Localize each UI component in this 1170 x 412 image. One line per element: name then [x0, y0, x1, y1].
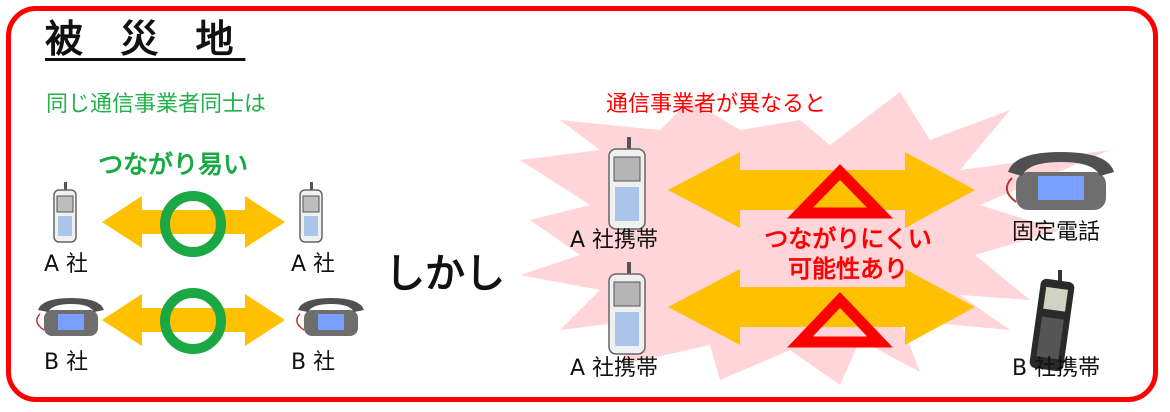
same-carrier-caption: 同じ通信事業者同士は: [46, 92, 267, 117]
different-carrier-caption: 通信事業者が異なると: [606, 92, 827, 117]
double-arrow-left-top: [102, 196, 285, 248]
device-label-a-mobile-bottom: A 社携帯: [570, 356, 659, 381]
hard-to-connect-line1: つながりにくい: [764, 225, 932, 253]
however-label: しかし: [385, 251, 505, 297]
desk-phone-icon: [1005, 152, 1114, 210]
device-label-a-mobile-top: A 社携帯: [570, 228, 659, 253]
desk-phone-icon: [296, 298, 364, 336]
desk-phone-icon: [36, 298, 104, 336]
mobile-phone-icon: [608, 262, 646, 355]
hard-to-connect-label: つながりにくい 可能性あり: [738, 224, 958, 284]
triangle-warning-mark-top: [786, 164, 894, 219]
device-label-b-mobile: B 社携帯: [1012, 356, 1101, 381]
easy-to-connect-label: つながり易い: [98, 150, 249, 179]
device-label-a-right: A 社: [291, 252, 336, 277]
double-arrow-left-bottom: [102, 294, 285, 346]
hard-to-connect-line2: 可能性あり: [788, 255, 908, 283]
triangle-warning-mark-bottom: [787, 292, 893, 348]
double-arrow-right-bottom: [668, 269, 975, 345]
device-label-landline: 固定電話: [1012, 220, 1101, 245]
circle-ok-mark-top: [160, 191, 226, 257]
disaster-area-frame: [6, 6, 1158, 402]
device-label-a-left: A 社: [44, 252, 89, 277]
mobile-phone-icon: [299, 182, 323, 243]
black-mobile-phone-icon: [1029, 270, 1075, 372]
page-title: 被 災 地: [45, 17, 246, 61]
circle-ok-mark-bottom: [160, 288, 226, 354]
device-label-b-right: B 社: [291, 350, 336, 375]
device-label-b-left: B 社: [44, 350, 89, 375]
mobile-phone-icon: [53, 182, 77, 243]
mobile-phone-icon: [608, 137, 646, 230]
